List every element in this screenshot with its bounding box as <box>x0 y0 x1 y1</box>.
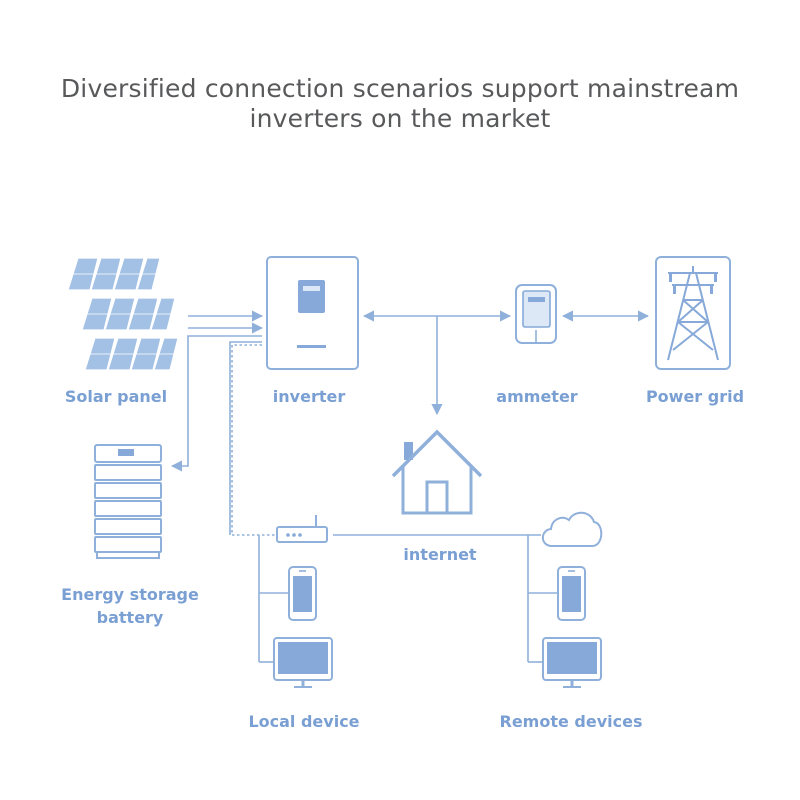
ammeter-icon <box>515 284 557 344</box>
label-remote-devices: Remote devices <box>500 712 643 731</box>
label-energy-storage-line-1: Energy storage <box>61 585 199 604</box>
local-phone-icon <box>288 566 317 621</box>
inverter-icon <box>266 256 359 370</box>
power-grid-icon <box>655 256 731 370</box>
energy-storage-battery-icon <box>94 444 162 559</box>
label-inverter: inverter <box>273 387 346 406</box>
title-line-1: Diversified connection scenarios support… <box>60 74 740 103</box>
label-energy-storage-line-2: battery <box>97 608 164 627</box>
router-icon <box>276 515 328 543</box>
remote-monitor-icon <box>542 637 602 688</box>
solar-panel-icon <box>67 257 179 371</box>
title-line-2: inverters on the market <box>249 104 551 133</box>
label-power-grid: Power grid <box>646 387 744 406</box>
house-icon <box>391 429 483 515</box>
cloud-icon <box>541 511 603 547</box>
label-local-device: Local device <box>248 712 359 731</box>
label-internet: internet <box>403 545 477 564</box>
label-solar-panel: Solar panel <box>65 387 167 406</box>
connection-lines <box>170 310 650 663</box>
label-ammeter: ammeter <box>496 387 577 406</box>
page-title: Diversified connection scenarios support… <box>0 74 800 134</box>
remote-phone-icon <box>557 566 586 621</box>
local-monitor-icon <box>273 637 333 688</box>
